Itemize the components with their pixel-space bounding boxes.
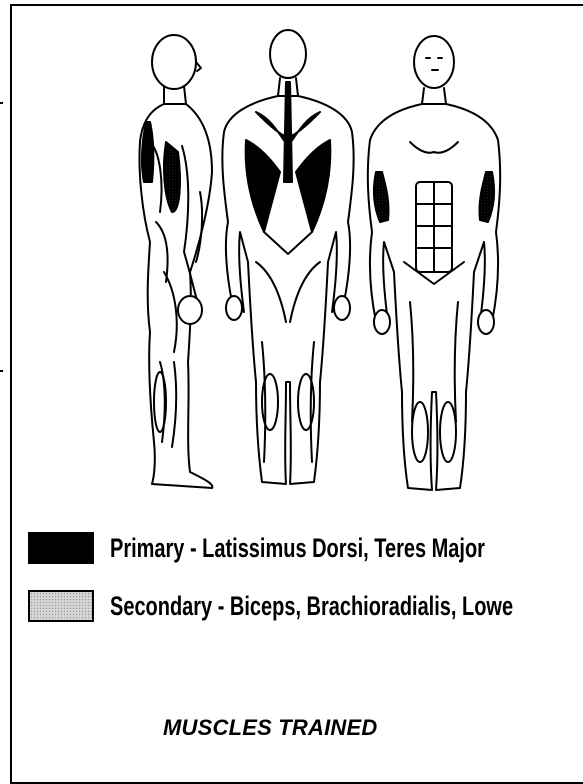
caption-title: MUSCLES TRAINED xyxy=(163,715,377,741)
legend-secondary-label: Secondary - Biceps, Brachioradialis, Low… xyxy=(110,591,513,622)
side-view-figure xyxy=(139,35,212,488)
legend-primary-row: Primary - Latissimus Dorsi, Teres Major xyxy=(28,532,583,564)
primary-muscle-swatch xyxy=(28,532,94,564)
front-view-figure xyxy=(368,36,500,490)
back-view-figure xyxy=(222,30,353,484)
legend-primary-label: Primary - Latissimus Dorsi, Teres Major xyxy=(110,533,485,564)
margin-tick xyxy=(0,370,3,372)
secondary-muscle-swatch xyxy=(28,590,94,622)
margin-tick xyxy=(0,102,3,104)
muscle-figures-illustration xyxy=(120,22,520,502)
legend-secondary-row: Secondary - Biceps, Brachioradialis, Low… xyxy=(28,590,583,622)
